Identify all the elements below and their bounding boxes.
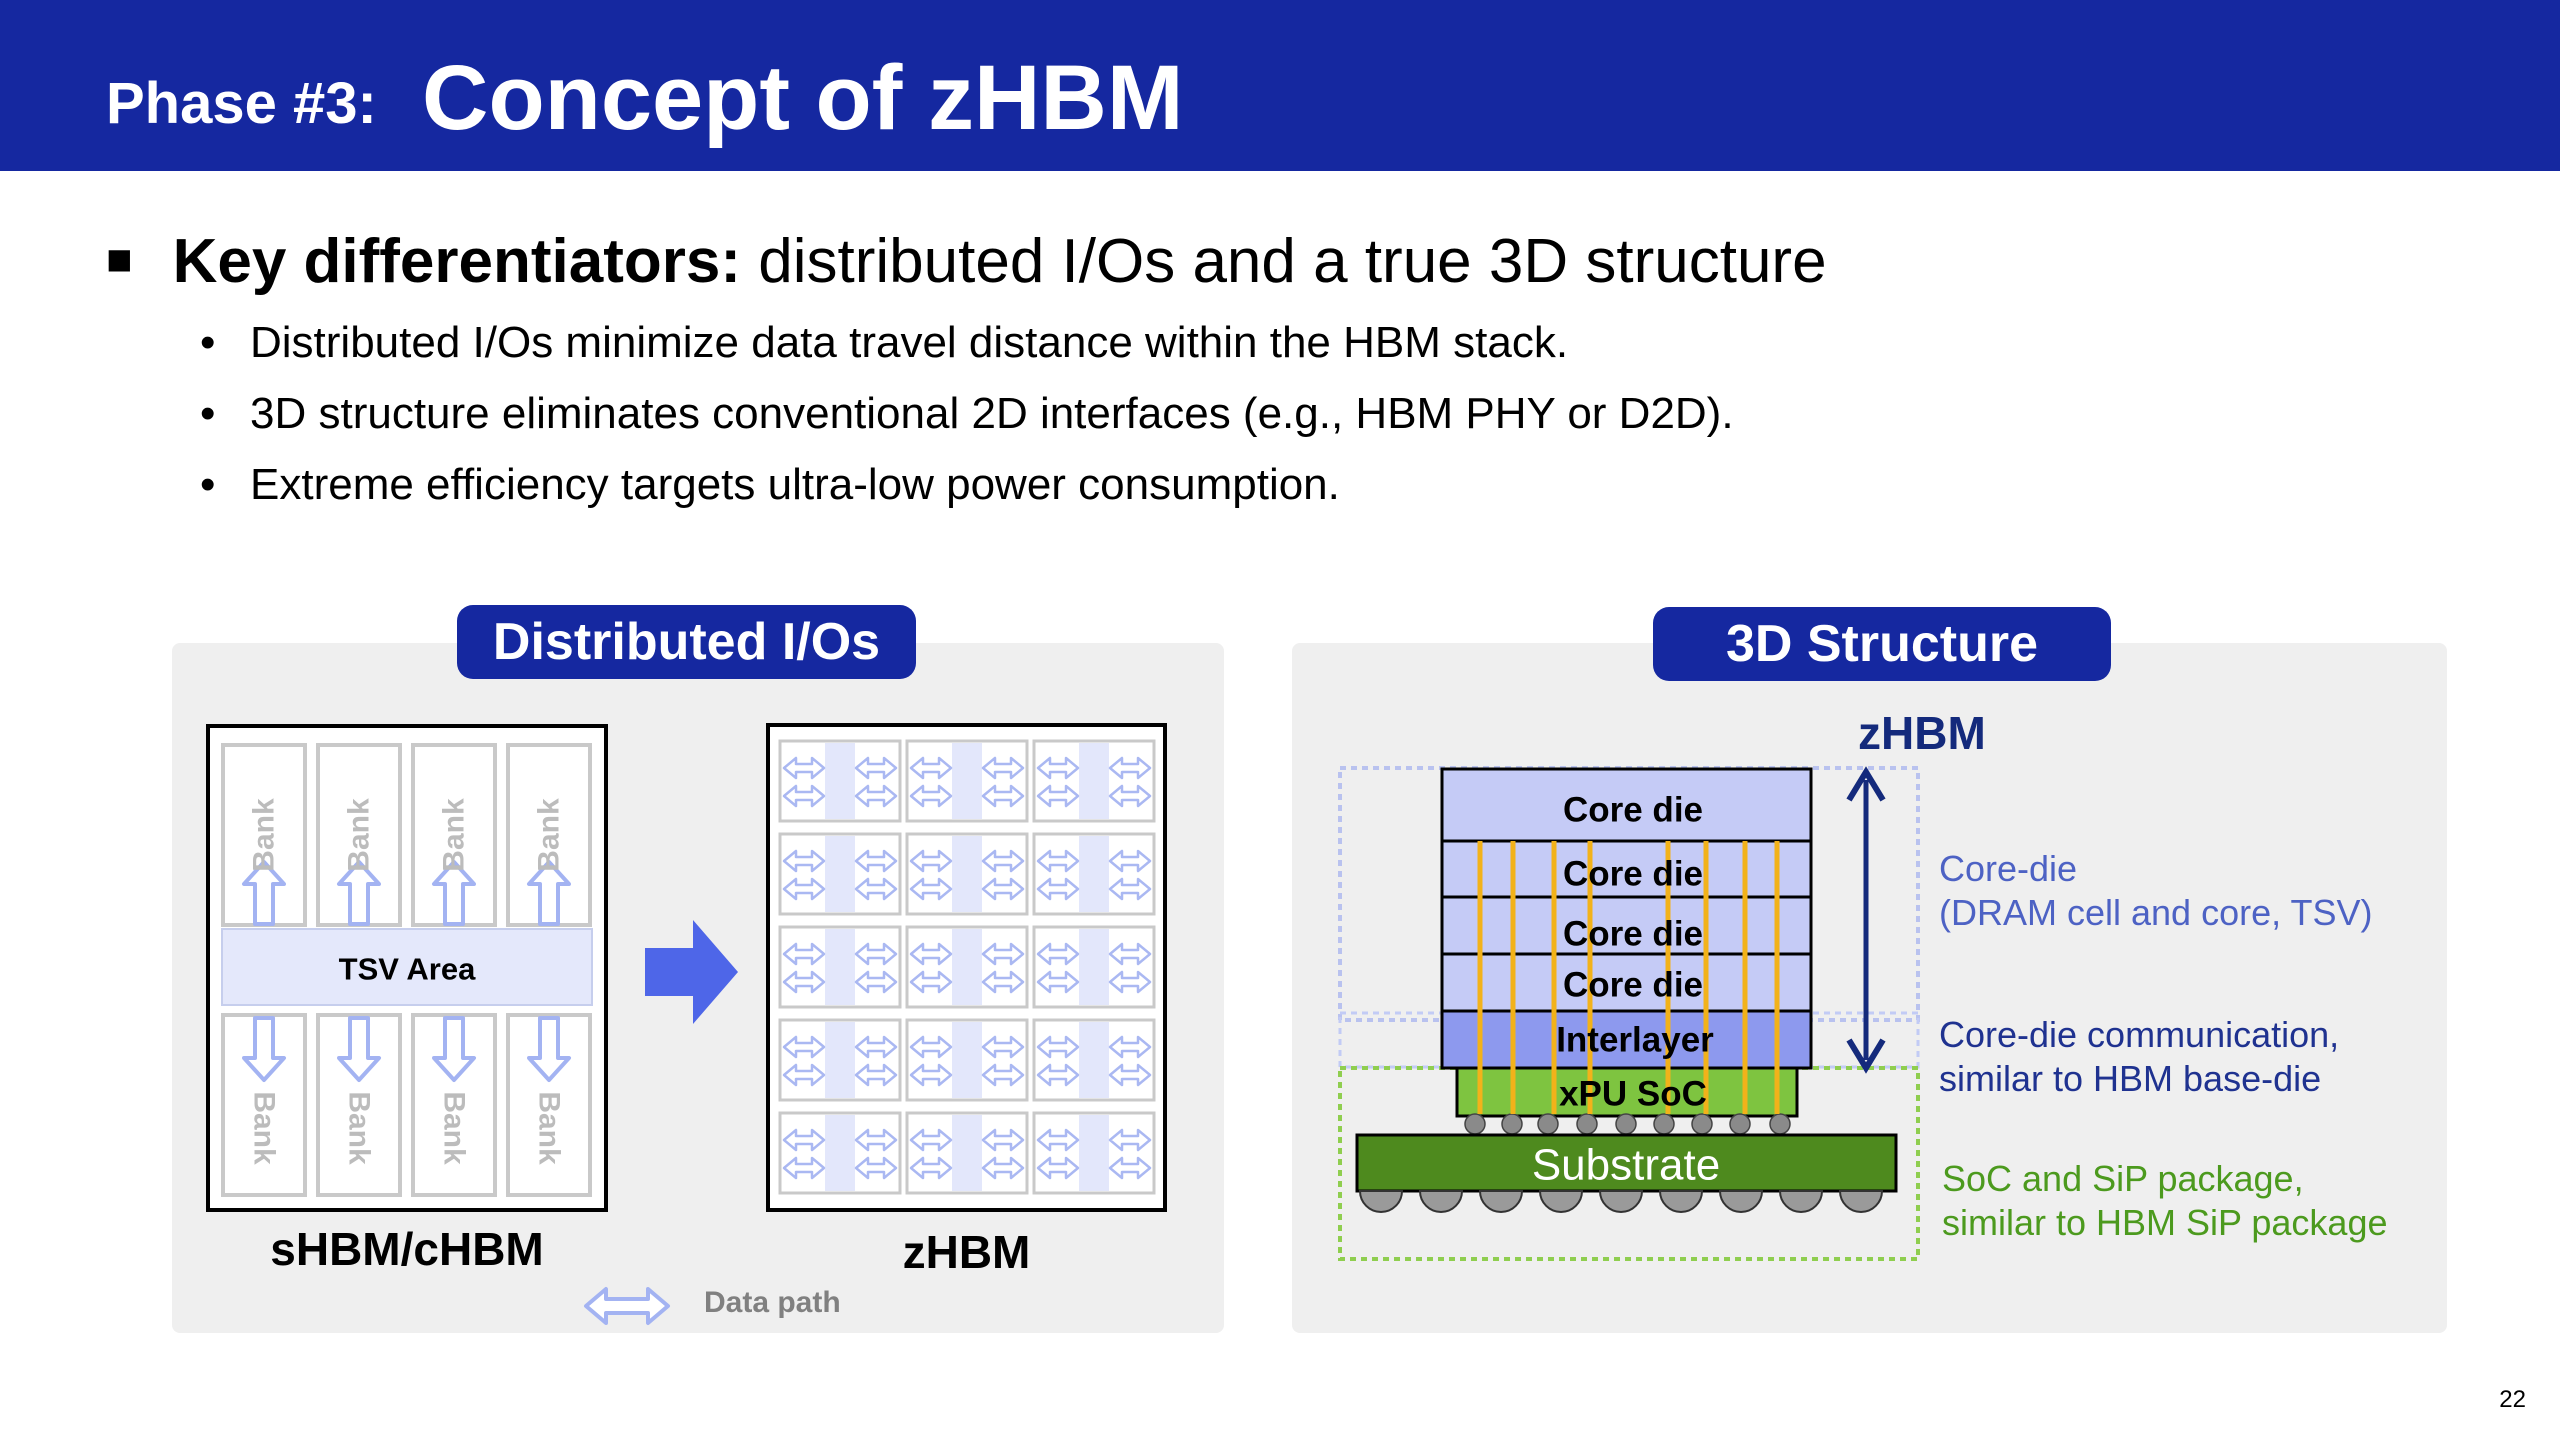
local-io-area: [1079, 836, 1109, 912]
square-bullet-icon: ■: [106, 235, 133, 284]
bank-label: Bank: [248, 798, 281, 872]
local-io-area: [952, 836, 982, 912]
3d-structure-title: 3D Structure: [1653, 607, 2111, 681]
bullet-text: Extreme efficiency targets ultra-low pow…: [250, 460, 1340, 509]
io-cell: [905, 739, 1029, 823]
io-cell: [778, 1111, 902, 1195]
local-io-area: [952, 743, 982, 819]
substrate-layer: [1355, 1133, 1898, 1193]
local-io-area: [1079, 1022, 1109, 1098]
core-die-layer: [1440, 952, 1813, 1013]
bank-label: Bank: [343, 1091, 376, 1165]
bank-label: Bank: [438, 1091, 471, 1165]
io-cell: [778, 739, 902, 823]
io-cell: [1032, 1018, 1156, 1102]
io-cell: [905, 832, 1029, 916]
layer-label: Core die: [1563, 791, 1703, 830]
solder-balls: [1358, 1190, 1884, 1213]
shbm-chbm-label: sHBM/cHBM: [270, 1223, 544, 1275]
io-cell: [1032, 1111, 1156, 1195]
title-prefix: Phase #3:: [106, 71, 377, 136]
local-io-area: [952, 929, 982, 1005]
io-cell: [905, 1111, 1029, 1195]
transform-arrow-icon: [645, 920, 738, 1024]
zhbm-grid-label: zHBM: [902, 1226, 1031, 1278]
bank-label: Bank: [343, 798, 376, 872]
bank-label: Bank: [533, 1091, 566, 1165]
layer-label: Interlayer: [1556, 1021, 1714, 1060]
bullet-text: 3D structure eliminates conventional 2D …: [250, 389, 1734, 438]
data-path-legend-icon: [584, 1287, 670, 1325]
package-note: SoC and SiP package, similar to HBM SiP …: [1942, 1157, 2388, 1245]
io-cell: [1032, 739, 1156, 823]
tsv-area: [221, 928, 593, 1006]
core-die-note-line: (DRAM cell and core, TSV): [1939, 892, 2373, 933]
local-io-area: [825, 1115, 855, 1191]
local-io-area: [1079, 743, 1109, 819]
bullet-dot-icon: •: [200, 460, 216, 509]
interlayer-note: Core-die communication, similar to HBM b…: [1939, 1013, 2339, 1101]
heading-rest: distributed I/Os and a true 3D structure: [758, 227, 1827, 296]
substrate-label: Substrate: [1532, 1141, 1720, 1190]
io-cell: [1032, 832, 1156, 916]
bank-label: Bank: [248, 1091, 281, 1165]
bank-label: Bank: [438, 798, 471, 872]
core-die-layer: [1440, 895, 1813, 956]
zhbm-3d-stack: Core die Core die Core die Core die Inte…: [1338, 766, 1920, 1261]
bullet-item: • 3D structure eliminates conventional 2D…: [200, 384, 1734, 455]
micro-bumps: [1464, 1113, 1791, 1135]
io-cell: [778, 832, 902, 916]
shbm-chbm-diagram: Bank Bank Bank Bank Bank Bank Bank Bank …: [206, 724, 608, 1212]
local-io-area: [952, 1022, 982, 1098]
bullet-dot-icon: •: [200, 318, 216, 367]
distributed-io-title: Distributed I/Os: [457, 605, 916, 679]
local-io-area: [825, 1022, 855, 1098]
io-cell: [778, 925, 902, 1009]
tsv-area-label: TSV Area: [339, 952, 476, 987]
zhbm-io-grid: [766, 723, 1167, 1212]
bullet-item: • Distributed I/Os minimize data travel d…: [200, 313, 1734, 384]
bullet-item: • Extreme efficiency targets ultra-low po…: [200, 455, 1734, 526]
data-path-legend: Data path: [700, 1286, 841, 1320]
interlayer-note-line: similar to HBM base-die: [1939, 1058, 2322, 1099]
io-cell: [905, 925, 1029, 1009]
local-io-area: [825, 836, 855, 912]
layer-label: Core die: [1563, 966, 1703, 1005]
local-io-area: [1079, 1115, 1109, 1191]
page-number: 22: [2499, 1386, 2526, 1413]
data-path-legend-label: Data path: [704, 1286, 841, 1319]
layer-label: xPU SoC: [1559, 1075, 1707, 1114]
io-cell: [1032, 925, 1156, 1009]
heading-strong: Key differentiators:: [172, 227, 742, 296]
local-io-area: [952, 1115, 982, 1191]
bullet-dot-icon: •: [200, 389, 216, 438]
bullet-list: • Distributed I/Os minimize data travel d…: [200, 313, 1734, 526]
local-io-area: [825, 743, 855, 819]
title-bar: Phase #3: Concept of zHBM: [0, 0, 2560, 171]
bank-label: Bank: [533, 798, 566, 872]
page-title: Concept of zHBM: [422, 47, 1184, 149]
layer-label: Core die: [1563, 915, 1703, 954]
package-note-line: SoC and SiP package,: [1942, 1158, 2304, 1199]
tsv-lines: [1477, 841, 1780, 1114]
interlayer-note-line: Core-die communication,: [1939, 1014, 2340, 1055]
zhbm-stack-title: zHBM: [1858, 707, 1986, 759]
package-note-line: similar to HBM SiP package: [1942, 1202, 2388, 1243]
stack-height-arrow-icon: [1846, 766, 1886, 1074]
local-io-area: [1079, 929, 1109, 1005]
io-cell: [778, 1018, 902, 1102]
bullet-text: Distributed I/Os minimize data travel di…: [250, 318, 1569, 367]
key-differentiators-heading: ■ Key differentiators: distributed I/Os a…: [106, 226, 1827, 297]
io-cell: [905, 1018, 1029, 1102]
core-die-note: Core-die (DRAM cell and core, TSV): [1939, 847, 2372, 935]
layer-label: Core die: [1563, 855, 1703, 894]
core-die-note-line: Core-die: [1939, 848, 2078, 889]
core-die-layer: [1440, 839, 1813, 899]
local-io-area: [825, 929, 855, 1005]
